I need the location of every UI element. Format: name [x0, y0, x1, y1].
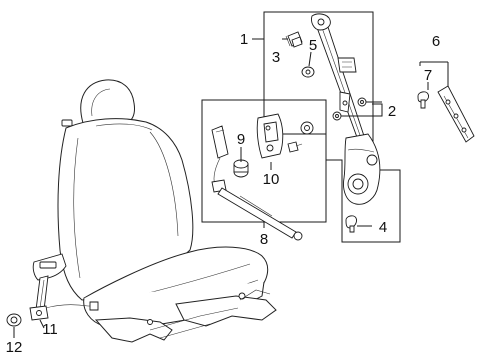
nut-2-icon	[332, 97, 367, 121]
callout-9: 9	[237, 131, 245, 148]
nut-12-icon	[6, 313, 22, 327]
callout-7: 7	[424, 67, 432, 84]
nut-5-icon	[301, 66, 315, 78]
callout-labels: 1 2 3 4 5 6 7 8 9 10 11 12	[6, 31, 441, 356]
bracket-10-icon	[256, 113, 284, 159]
height-adjuster-group	[417, 61, 475, 143]
callout-6: 6	[432, 33, 440, 50]
callout-10: 10	[263, 171, 280, 188]
belt-guide	[337, 57, 357, 73]
seat-track	[94, 289, 277, 343]
callout-5: 5	[309, 37, 317, 54]
buckle-stalk-group	[6, 253, 99, 338]
seat-back	[57, 118, 194, 301]
bolt-3-icon	[285, 31, 303, 48]
callout-8: 8	[260, 231, 268, 248]
buckle-pretensioner-group	[201, 99, 327, 241]
callout-1: 1	[240, 31, 248, 48]
front-seat	[57, 79, 277, 343]
callout-4: 4	[379, 219, 387, 236]
belt-webbing	[314, 17, 365, 141]
pretensioner-tube	[217, 187, 297, 239]
buckle-latch	[211, 125, 229, 159]
bolt-4-icon	[345, 215, 357, 233]
callout-12: 12	[6, 339, 23, 356]
bushing-9-icon	[233, 159, 249, 178]
callout-11: 11	[42, 321, 58, 338]
fastener-icon	[287, 121, 314, 153]
callout-3: 3	[272, 49, 280, 66]
bolt-7-icon	[417, 91, 429, 109]
callout-2: 2	[388, 103, 396, 120]
